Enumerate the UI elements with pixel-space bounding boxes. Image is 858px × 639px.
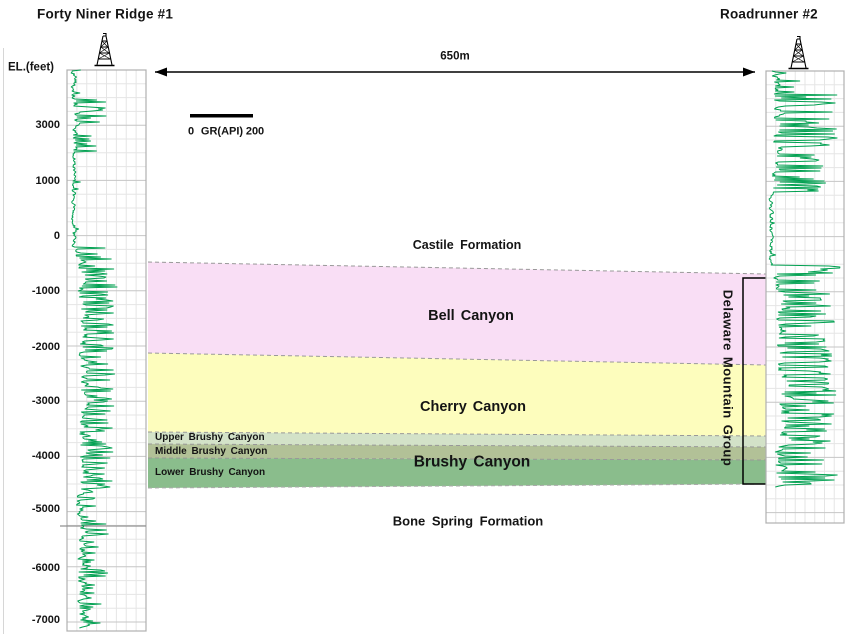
axis-tick--4000: -4000 [31,450,60,462]
formation-band-middle [148,444,766,460]
well-spacing-label: 650m [440,50,470,63]
formation-boundary-top-bell [147,261,767,275]
gr-scale-bar [190,114,253,118]
formation-label-brushy-canyon: Brushy Canyon [413,453,531,471]
gr-curve-left [70,69,118,629]
formation-boundary-top-middle [147,443,767,448]
oil-derrick-icon-right [788,35,809,70]
gr-scale-name-label: GR(API) [200,125,244,138]
formation-label-cherry-canyon: Cherry Canyon [420,398,526,415]
formation-band-upper [148,432,766,447]
formation-label-castile: Castile Formation [412,237,522,252]
well-title-right: Roadrunner #2 [720,6,818,22]
formation-label-bone-spring: Bone Spring Formation [392,513,544,529]
axis-tick-0: 0 [53,230,60,242]
gr-scale-min-label: 0 [187,125,195,138]
formation-boundary-top-cherry [147,352,767,366]
axis-tick--1000: -1000 [31,285,60,297]
axis-tick--2000: -2000 [31,341,60,353]
formation-label-bell-canyon: Bell Canyon [428,307,514,324]
formation-band-cherry [148,353,766,436]
oil-derrick-icon-left [94,32,115,67]
track-border-left [66,69,147,632]
axis-tick--5000: -5000 [31,503,60,515]
gr-curve-right [768,70,841,488]
formation-boundary-top-upper [147,431,767,437]
group-bracket [742,277,766,485]
track-border-right [765,70,845,524]
delaware-mountain-group-label: Delaware Mountain Group [720,289,736,467]
subband-label-upper-brushy: Upper Brushy Canyon [155,432,265,443]
distance-arrow-head-right [743,67,755,77]
subband-label-lower-brushy: Lower Brushy Canyon [155,467,266,478]
formation-boundary-top-lower [147,457,767,461]
gr-scale-max-label: 200 [245,125,265,138]
distance-arrow-head-left [155,67,167,77]
formation-boundary-bottom-lower [147,483,767,489]
formation-band-lower [148,458,766,488]
formation-band-bell [148,262,766,365]
axis-tick--6000: -6000 [31,562,60,574]
axis-tick--7000: -7000 [31,614,60,626]
axis-tick-3000: 3000 [35,119,60,131]
well-title-left: Forty Niner Ridge #1 [37,6,174,22]
axis-tick--3000: -3000 [31,395,60,407]
elevation-axis-label: EL.(feet) [8,61,54,74]
subband-label-middle-brushy: Middle Brushy Canyon [155,446,268,457]
axis-tick-1000: 1000 [35,175,60,187]
